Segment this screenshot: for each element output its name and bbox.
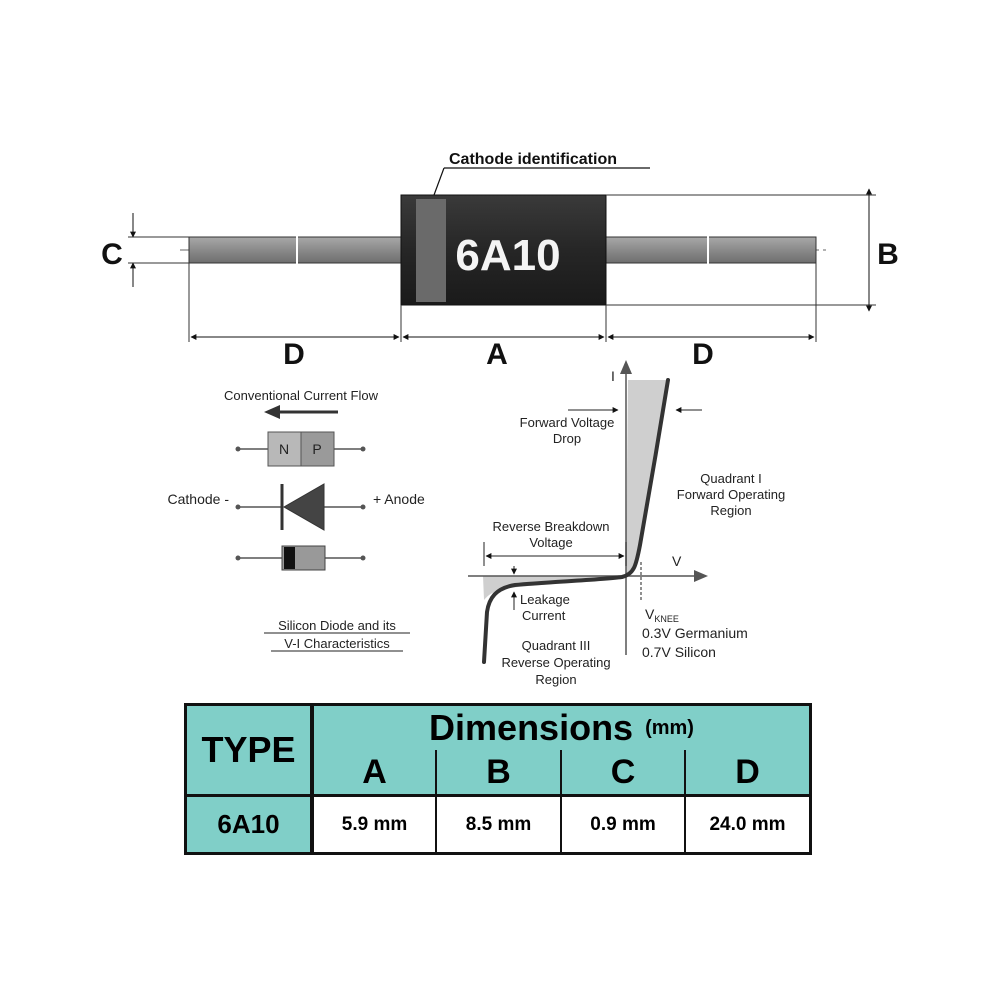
p-region: [300, 431, 335, 467]
schematic-terminal-left: [235, 504, 241, 510]
v-axis-arrow-icon: [694, 570, 708, 582]
reverse-shading: [483, 576, 626, 600]
dim-label-b: B: [877, 238, 899, 271]
diagram-canvas: 6A10 Cathode identification C B D A D Co…: [101, 151, 899, 687]
right-lead: [605, 236, 817, 264]
vknee-sub: KNEE: [654, 614, 679, 624]
germanium-label: 0.3V Germanium: [642, 625, 748, 641]
leakage-line-1: Leakage: [520, 592, 570, 607]
value-a: 5.9 mm: [314, 797, 435, 852]
col-header-d: D: [686, 750, 809, 794]
left-lead: [188, 236, 402, 264]
mini-cathode-band: [284, 547, 295, 569]
dimensions-table: TYPE Dimensions (mm) A B C D 6A10 5.9 mm…: [184, 703, 812, 855]
diode-triangle-icon: [282, 483, 325, 531]
dim-label-a: A: [486, 338, 508, 371]
package-marking: 6A10: [455, 231, 560, 280]
dim-label-d-right: D: [692, 338, 714, 371]
axis-v-label: V: [672, 553, 682, 569]
caption-line-2: V-I Characteristics: [284, 636, 390, 651]
package-terminal-right: [360, 555, 366, 561]
vknee-label: VKNEE: [645, 606, 679, 624]
silicon-label: 0.7V Silicon: [642, 644, 716, 660]
col-header-b: B: [437, 750, 560, 794]
forward-shading: [626, 380, 668, 576]
quadrant3-line-3: Region: [535, 672, 576, 687]
dimensions-unit: (mm): [645, 716, 694, 739]
diode-package-drawing: 6A10 Cathode identification C B D A D: [101, 151, 899, 371]
anode-label: + Anode: [373, 491, 425, 507]
i-axis-arrow-icon: [620, 360, 632, 374]
quadrant1-line-2: Forward Operating: [677, 487, 785, 502]
axis-i-label: I: [611, 368, 615, 384]
leakage-line-2: Current: [522, 608, 566, 623]
quadrant3-line-1: Quadrant III: [522, 638, 591, 653]
value-c: 0.9 mm: [562, 797, 684, 852]
vknee-main: V: [645, 606, 655, 622]
current-flow-label: Conventional Current Flow: [224, 388, 379, 403]
quadrant3-line-2: Reverse Operating: [501, 655, 610, 670]
type-header: TYPE: [187, 706, 310, 794]
breakdown-line-1: Reverse Breakdown: [492, 519, 609, 534]
np-terminal-left: [235, 446, 241, 452]
dimensions-title: Dimensions: [429, 707, 634, 748]
forward-drop-line-2: Drop: [553, 431, 581, 446]
callout-leader: [433, 167, 445, 196]
breakdown-line-2: Voltage: [529, 535, 572, 550]
value-d: 24.0 mm: [686, 797, 809, 852]
schematic-terminal-right: [360, 504, 366, 510]
dim-label-d-left: D: [283, 338, 305, 371]
p-label: P: [312, 441, 321, 457]
col-header-c: C: [562, 750, 684, 794]
value-b: 8.5 mm: [437, 797, 560, 852]
package-terminal-left: [235, 555, 241, 561]
np-terminal-right: [360, 446, 366, 452]
col-header-a: A: [314, 750, 435, 794]
current-flow-arrow-icon: [264, 405, 280, 419]
callout-label: Cathode identification: [449, 151, 617, 168]
dim-label-c: C: [101, 238, 123, 271]
forward-drop-line-1: Forward Voltage: [520, 415, 615, 430]
caption-line-1: Silicon Diode and its: [278, 618, 396, 633]
row-type-cell: 6A10: [187, 797, 310, 852]
vi-curve-line: [482, 378, 670, 664]
cathode-band: [416, 199, 446, 302]
dimensions-header: Dimensions (mm): [314, 706, 809, 750]
cathode-label: Cathode -: [168, 491, 230, 507]
diode-symbols: Conventional Current Flow N P Cathode - …: [168, 388, 425, 652]
n-region: [267, 431, 302, 467]
quadrant1-line-3: Region: [710, 503, 751, 518]
quadrant1-line-1: Quadrant I: [700, 471, 761, 486]
vi-characteristic: I V Forward Voltage Drop Quadrant I Forw…: [468, 360, 785, 687]
n-label: N: [279, 441, 289, 457]
